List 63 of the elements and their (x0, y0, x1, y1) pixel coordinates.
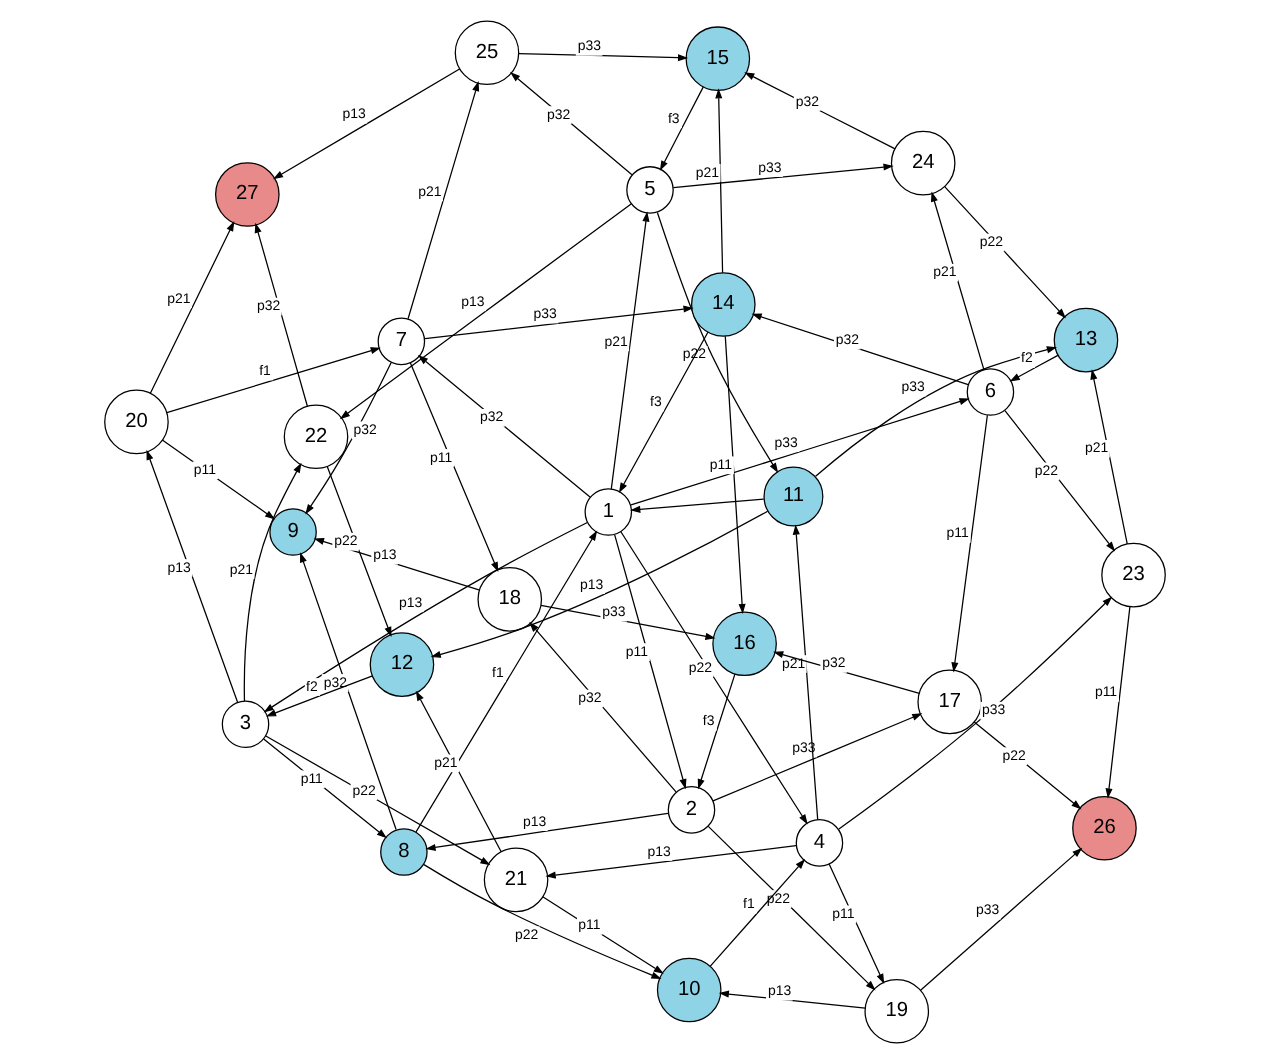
arrow (243, 462, 302, 702)
arrow (326, 465, 392, 637)
node-circle: 15 (685, 26, 751, 92)
arrow (751, 313, 969, 386)
node-circle: 10 (656, 957, 722, 1023)
arrow (166, 347, 381, 414)
arrow (724, 335, 746, 615)
arrow (542, 896, 664, 974)
node-circle: 16 (712, 611, 777, 677)
arrow (1105, 606, 1131, 799)
arrow (630, 398, 970, 506)
arrow (423, 863, 662, 979)
node-circle: 17 (917, 669, 983, 735)
node-circle: 20 (104, 389, 169, 455)
arrow (1009, 354, 1059, 382)
node-circle: 21 (483, 847, 549, 913)
node-circle: 5 (626, 166, 674, 214)
node-circle: 1 (584, 488, 633, 536)
node-circle: 12 (369, 632, 435, 697)
arrow (951, 414, 988, 673)
node-circle: 24 (890, 130, 956, 196)
arrow (630, 498, 765, 513)
arrow (614, 534, 687, 790)
arrow (973, 721, 1082, 810)
arrow (744, 72, 896, 150)
arrow (707, 825, 876, 991)
arrow (712, 713, 923, 802)
arrow (263, 521, 588, 713)
node-circle: 3 (221, 700, 270, 749)
arrow (919, 847, 1083, 991)
arrow (610, 211, 650, 490)
arrow (272, 68, 461, 180)
arrow (415, 690, 502, 853)
node-circle: 11 (763, 466, 824, 527)
arrow (305, 362, 392, 515)
node-circle: 6 (966, 368, 1015, 416)
arrow (709, 859, 806, 967)
arrow (838, 596, 1113, 830)
arrow (517, 52, 689, 62)
node-circle: 8 (380, 828, 428, 876)
arrow (409, 362, 499, 573)
arrow (149, 221, 235, 395)
node-circle: 14 (690, 272, 756, 337)
arrow (715, 88, 724, 274)
arrow (1090, 369, 1128, 545)
arrow (510, 72, 633, 176)
node-circle: 2 (667, 786, 716, 834)
arrow (1004, 409, 1116, 552)
arrow (146, 449, 239, 703)
node-circle: 9 (269, 508, 317, 556)
arrow (313, 538, 481, 591)
arrow (659, 86, 704, 171)
arrow (407, 81, 480, 320)
node-circle: 27 (215, 162, 280, 227)
arrow (263, 738, 387, 839)
arrow (718, 990, 866, 1009)
arrow (161, 439, 276, 520)
arrow (265, 735, 491, 866)
arrow (943, 185, 1066, 319)
arrow (418, 355, 591, 498)
node-circle: 7 (377, 317, 426, 366)
arrow (430, 510, 769, 658)
arrow (529, 621, 677, 793)
